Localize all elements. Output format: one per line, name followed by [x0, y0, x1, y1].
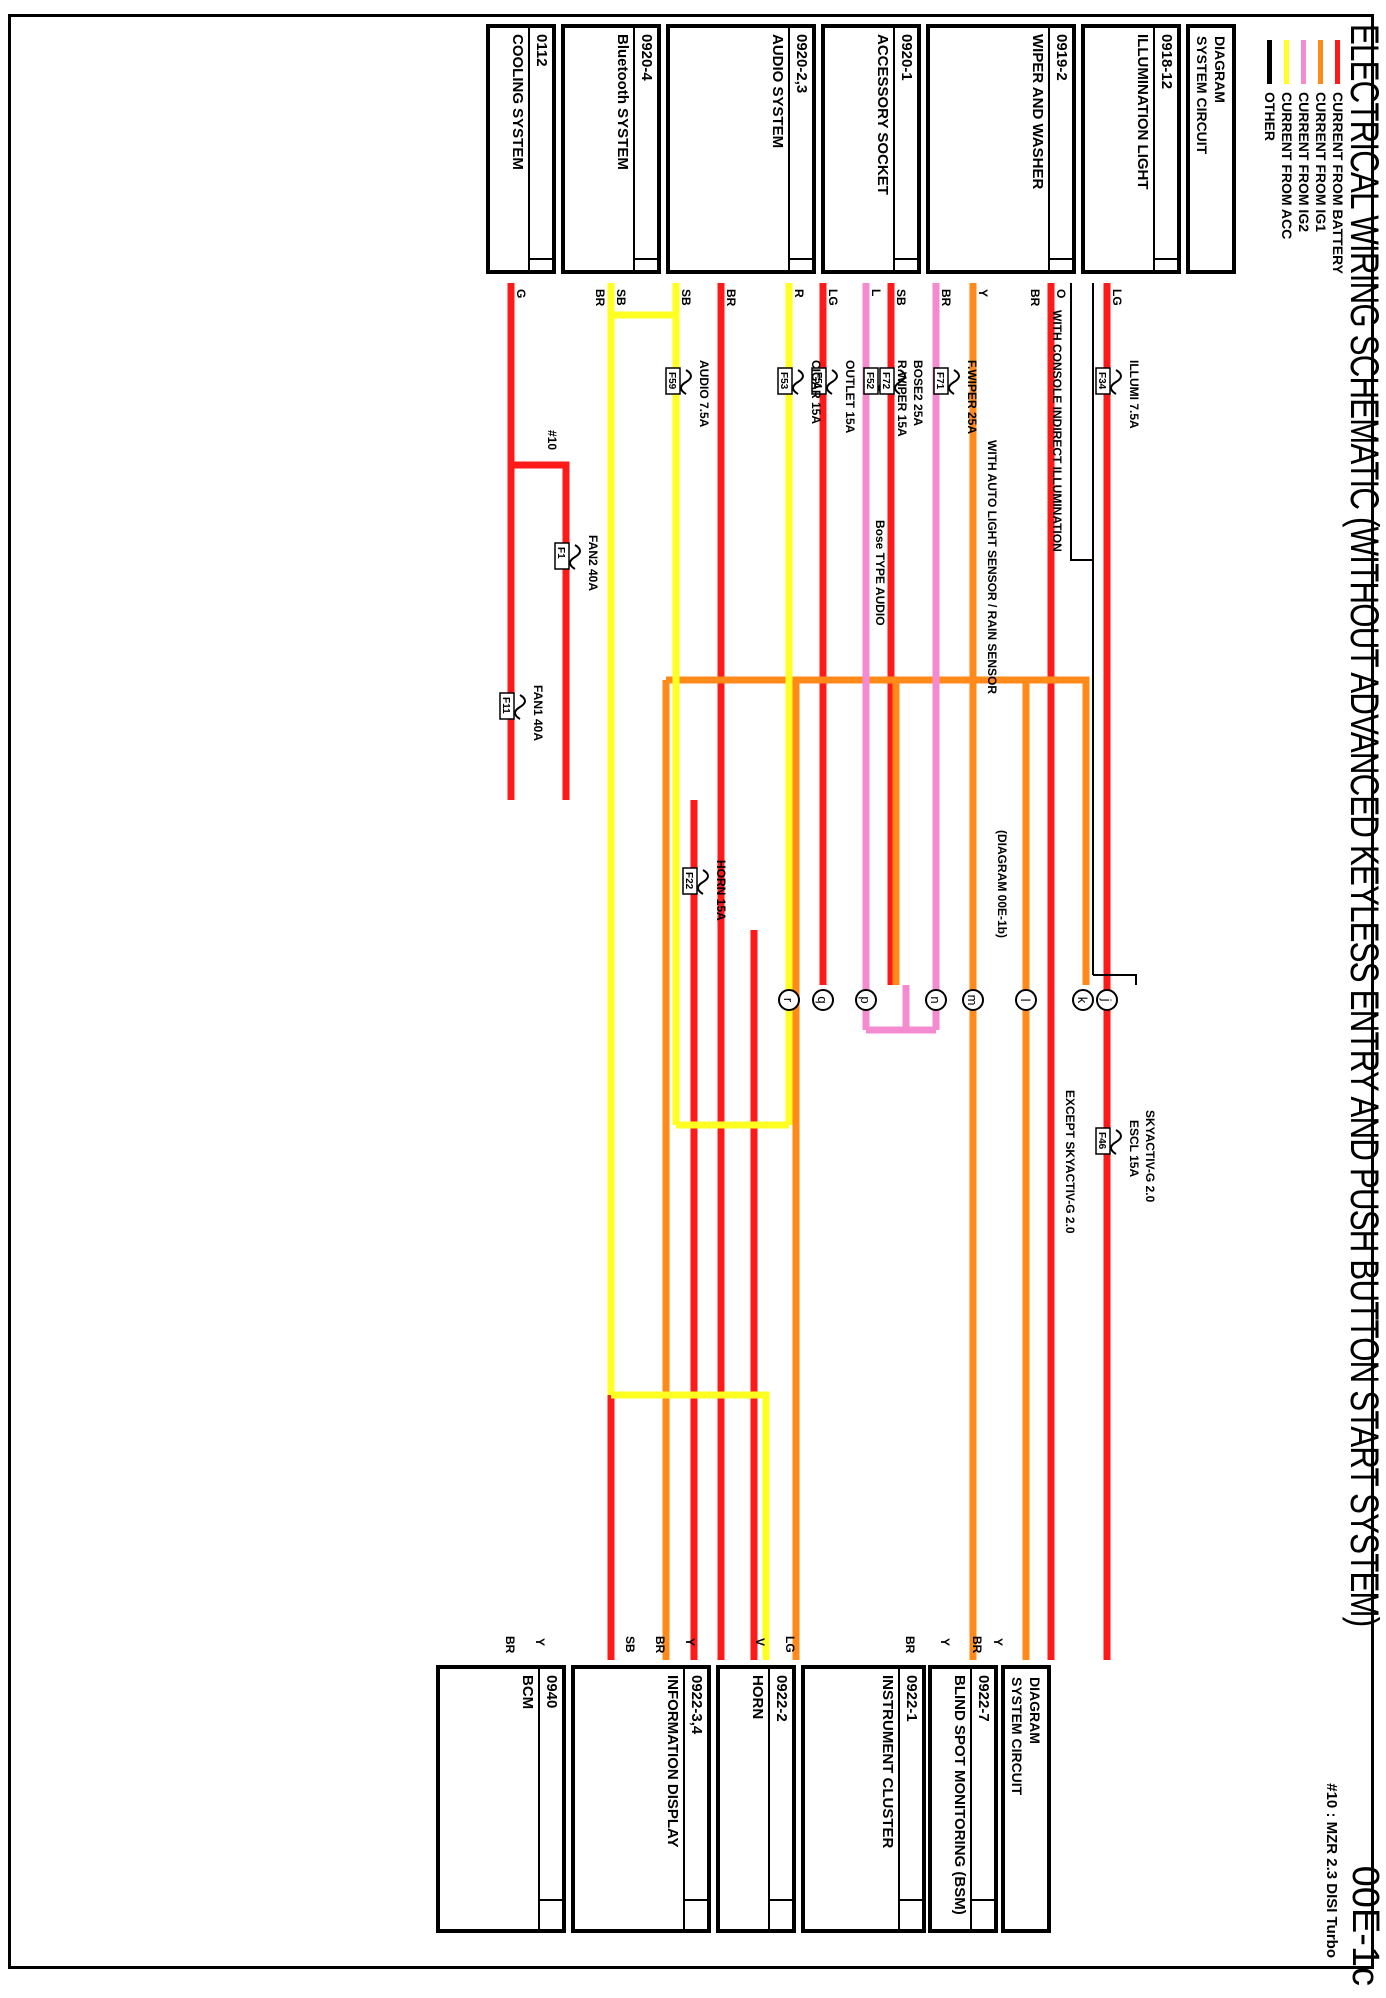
wire-label: BR: [939, 289, 953, 307]
svg-text:CIGAR 15A: CIGAR 15A: [809, 360, 823, 424]
wire-label: BR: [970, 1636, 984, 1654]
wire-color-labels-left: LG O BR Y BR L LG R SB BR SB SB BR G: [514, 289, 1124, 307]
connector-j[interactable]: j: [1096, 989, 1118, 1011]
diagram-notes: WITH CONSOLE INDIRECT ILLUMINATION WITH …: [545, 310, 1157, 1234]
wire-label: BR: [903, 1636, 917, 1654]
svg-text:F34: F34: [1096, 372, 1107, 390]
wire-label: Y: [991, 1638, 1005, 1646]
svg-text:F52: F52: [864, 372, 875, 390]
svg-text:F11: F11: [500, 697, 511, 714]
svg-text:F72: F72: [880, 372, 891, 390]
note-auto-light: WITH AUTO LIGHT SENSOR / RAIN SENSOR: [985, 440, 999, 694]
wire-label: LG: [1110, 289, 1124, 306]
wire-label: V: [753, 1638, 767, 1646]
wire-label: R: [792, 289, 806, 298]
svg-text:l: l: [1018, 999, 1033, 1002]
svg-text:ESCL 15A: ESCL 15A: [1127, 1120, 1141, 1177]
wire-label: SB: [679, 289, 693, 306]
fuse-group: ILLUMI 7.5A F34 F.WIPER 25A F71 R.WIPER …: [499, 360, 1141, 1177]
svg-text:ILLUMI 7.5A: ILLUMI 7.5A: [1127, 360, 1141, 429]
svg-text:F.WIPER 25A: F.WIPER 25A: [965, 360, 979, 434]
svg-text:HORN 15A: HORN 15A: [714, 860, 728, 921]
connector-p[interactable]: p: [855, 989, 877, 1011]
svg-text:FAN1 40A: FAN1 40A: [531, 685, 545, 741]
svg-text:F53: F53: [778, 372, 789, 390]
fuse-audio[interactable]: AUDIO 7.5A F59: [665, 360, 711, 428]
svg-text:AUDIO 7.5A: AUDIO 7.5A: [697, 360, 711, 428]
wire-label: BR: [503, 1636, 517, 1654]
fuse-escl[interactable]: ESCL 15A F46: [1095, 1120, 1141, 1177]
svg-text:F71: F71: [934, 372, 945, 390]
note-bose: Bose TYPE AUDIO: [873, 520, 887, 626]
fuse-cigar[interactable]: CIGAR 15A F53: [777, 360, 823, 424]
wire-label: SB: [614, 289, 628, 306]
connector-column: j k l m n p q r: [778, 989, 1118, 1011]
wire-label: O: [1054, 289, 1068, 298]
note-fan-ref: #10: [545, 430, 559, 450]
svg-text:n: n: [928, 996, 943, 1003]
wire-color-labels-right: Y BR Y BR LG V Y BR SB Y BR: [503, 1636, 1005, 1654]
svg-text:F46: F46: [1096, 1132, 1107, 1150]
svg-text:k: k: [1075, 997, 1090, 1004]
wire-label: BR: [724, 289, 738, 307]
svg-text:q: q: [815, 996, 830, 1003]
svg-text:F51: F51: [812, 372, 823, 390]
svg-text:BOSE2 25A: BOSE2 25A: [911, 360, 925, 426]
wire-other-console: [1070, 283, 1076, 561]
svg-text:p: p: [858, 996, 873, 1003]
svg-text:FAN2 40A: FAN2 40A: [586, 535, 600, 591]
wire-label: BR: [593, 289, 607, 307]
fuse-horn[interactable]: HORN 15A F22: [682, 860, 728, 921]
wire-label: Y: [976, 289, 990, 297]
svg-text:OUTLET 15A: OUTLET 15A: [843, 360, 857, 434]
fuse-illumi[interactable]: ILLUMI 7.5A F34: [1095, 360, 1141, 429]
note-console: WITH CONSOLE INDIRECT ILLUMINATION: [1050, 310, 1064, 552]
wire-label: LG: [826, 289, 840, 306]
connector-r[interactable]: r: [778, 989, 800, 1011]
wire-label: Y: [533, 1638, 547, 1646]
svg-text:F59: F59: [666, 372, 677, 390]
note-skyactiv: SKYACTIV-G 2.0: [1143, 1110, 1157, 1203]
fuse-fan2[interactable]: FAN2 40A F1: [554, 535, 600, 591]
note-except-skyactiv: EXCEPT SKYACTIV-G 2.0: [1063, 1090, 1077, 1234]
wire-label: SB: [894, 289, 908, 306]
wire-acc-audio: [672, 283, 789, 1129]
svg-text:r: r: [781, 998, 796, 1003]
svg-text:F1: F1: [555, 547, 566, 559]
fuse-fan1[interactable]: FAN1 40A F11: [499, 685, 545, 741]
wire-ig2-rwiper: [862, 283, 936, 1034]
wire-label: BR: [653, 1636, 667, 1654]
wire-label: L: [869, 289, 883, 296]
svg-text:m: m: [965, 995, 980, 1006]
wire-label: SB: [623, 1636, 637, 1653]
connector-l[interactable]: l: [1015, 989, 1037, 1011]
connector-n[interactable]: n: [925, 989, 947, 1011]
wire-label: Y: [938, 1638, 952, 1646]
svg-text:R.WIPER 15A: R.WIPER 15A: [895, 360, 909, 437]
svg-text:F22: F22: [683, 872, 694, 890]
wire-other-illumi: [1071, 283, 1137, 985]
wire-label: LG: [783, 1636, 797, 1653]
fuse-outlet[interactable]: OUTLET 15A F51: [811, 360, 857, 434]
note-cross-ref: (DIAGRAM 00E-1b): [995, 830, 1009, 938]
wire-ig1-bus: [666, 676, 1090, 985]
wire-label: BR: [1028, 289, 1042, 307]
fuse-bose2[interactable]: BOSE2 25A F72: [879, 360, 925, 426]
connector-m[interactable]: m: [962, 989, 984, 1011]
wire-acc-bluetooth: [607, 283, 770, 1660]
svg-text:j: j: [1099, 998, 1114, 1002]
connector-q[interactable]: q: [812, 989, 834, 1011]
connector-k[interactable]: k: [1072, 989, 1094, 1011]
wire-label: G: [514, 289, 528, 298]
wire-label: Y: [683, 1638, 697, 1646]
fuse-fwiper[interactable]: F.WIPER 25A F71: [933, 360, 979, 434]
